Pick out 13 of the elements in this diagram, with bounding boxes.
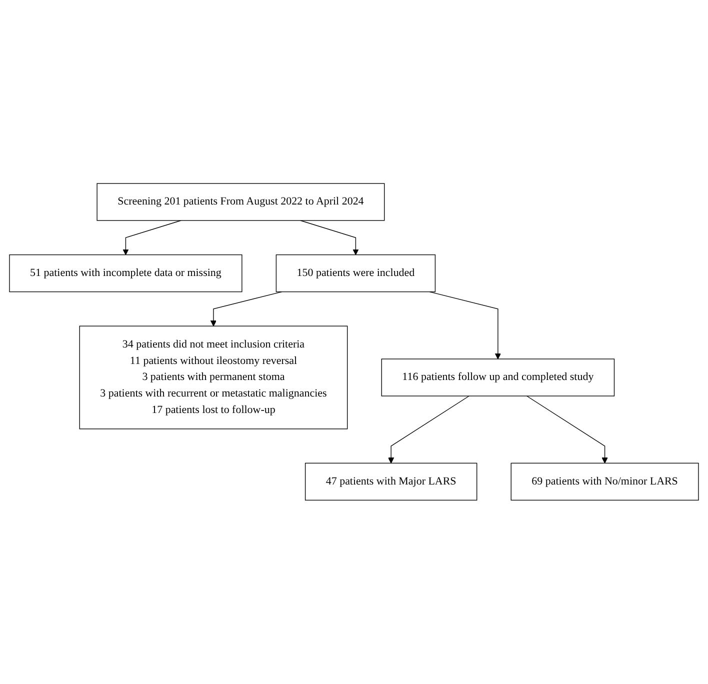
arrow <box>526 396 608 464</box>
arrow <box>210 292 282 326</box>
node-box: 116 patients follow up and completed study <box>381 358 615 396</box>
node-box: 47 patients with Major LARS <box>304 462 478 501</box>
arrow <box>122 220 182 256</box>
node-box: 34 patients did not meet inclusion criteria 11 patients without ileostomy reversal 3 patients with permanent stoma 3 patients with recurrent or metastatic malignancies 17 patients lost to follow-up <box>79 326 348 430</box>
node-box: 51 patients with incomplete data or missing <box>9 254 242 292</box>
arrow <box>388 396 470 464</box>
node-box: Screening 201 patients From August 2022 to April 2024 <box>96 183 385 221</box>
arrow <box>300 220 359 256</box>
node-box: 150 patients were included <box>276 254 436 292</box>
node-box: 69 patients with No/minor LARS <box>510 462 699 501</box>
arrow <box>429 292 501 360</box>
